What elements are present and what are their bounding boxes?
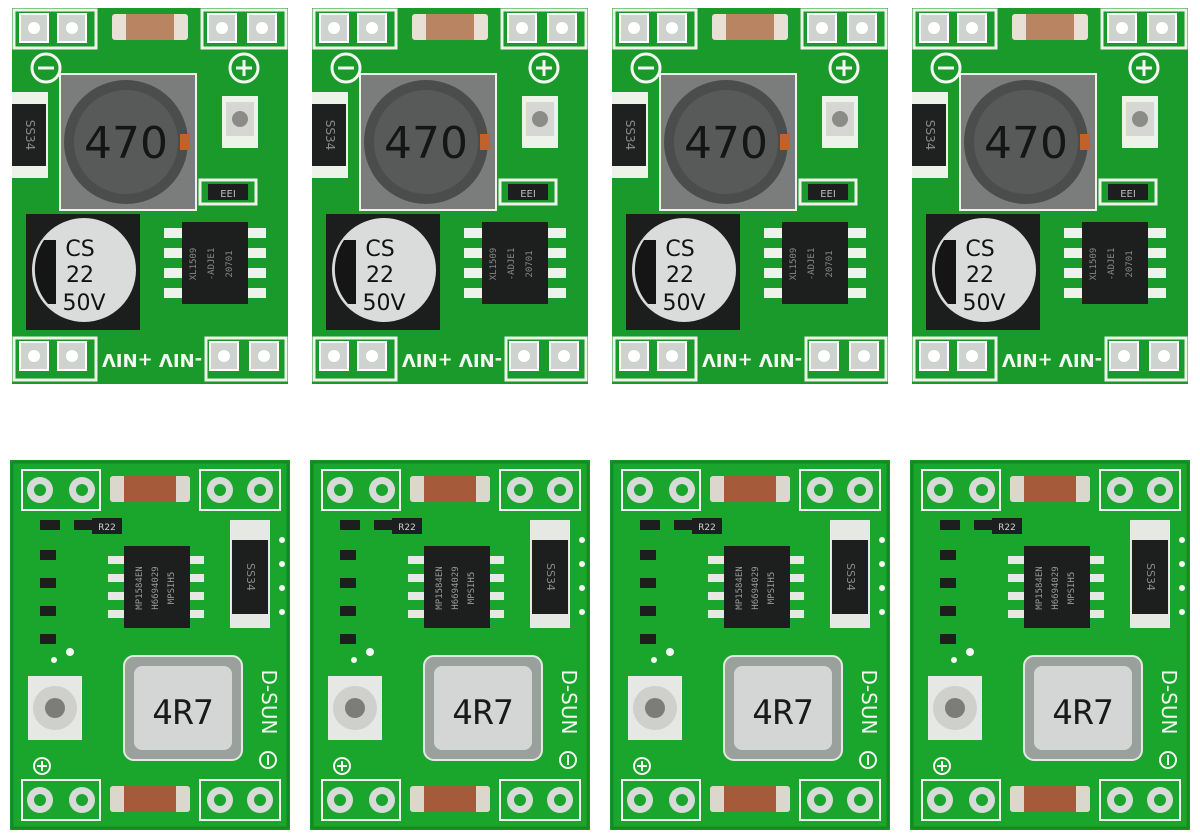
brand-label: D-SUN <box>1157 670 1181 735</box>
chip-line3: MPSIH5 <box>167 572 177 605</box>
chip-line2: H6694029 <box>151 566 161 609</box>
chip-line3: 20701 <box>525 250 535 277</box>
chip-line3: 20701 <box>825 250 835 277</box>
chip-line1: XL1509 <box>1089 248 1099 281</box>
cap-line1: CS <box>665 237 694 262</box>
chip-line2: H6694029 <box>451 566 461 609</box>
pins-label: -NIV +NIV <box>1002 349 1102 370</box>
cap-line1: CS <box>365 237 394 262</box>
cap-line3: 50V <box>962 291 1005 316</box>
resistor-marking: R22 <box>698 523 716 533</box>
cap-line3: 50V <box>62 291 105 316</box>
chip-line3: MPSIH5 <box>467 572 477 605</box>
bottom-board-4: R22 MP1584EN H6694029 MPSIH5 SS34 <box>910 460 1190 830</box>
chip-line1: MP1584EN <box>135 566 145 609</box>
cap-line2: 22 <box>666 263 694 288</box>
bottom-board-1: R22 MP1584EN H6694029 MPSIH5 SS34 <box>10 460 290 830</box>
chip-line1: XL1509 <box>789 248 799 281</box>
chip-line3: MPSIH5 <box>1067 572 1077 605</box>
chip-line3: 20701 <box>1125 250 1135 277</box>
chip-line1: XL1509 <box>189 248 199 281</box>
small-chip-marking: EEI <box>1120 189 1136 200</box>
cap-line3: 50V <box>662 291 705 316</box>
diode-marking: SS34 <box>923 120 937 151</box>
cap-line1: CS <box>65 237 94 262</box>
inductor-marking: 4R7 <box>152 693 213 733</box>
chip-line1: MP1584EN <box>1035 566 1045 609</box>
inductor-marking: 4R7 <box>1052 693 1113 733</box>
chip-line3: 20701 <box>225 250 235 277</box>
diode-marking: SS34 <box>844 563 857 591</box>
diode-marking: SS34 <box>1144 563 1157 591</box>
chip-line1: MP1584EN <box>735 566 745 609</box>
diode-marking: SS34 <box>323 120 337 151</box>
small-chip-marking: EEI <box>220 189 236 200</box>
small-chip-marking: EEI <box>820 189 836 200</box>
cap-line3: 50V <box>362 291 405 316</box>
cap-line2: 22 <box>66 263 94 288</box>
chip-line2: H6694029 <box>751 566 761 609</box>
cap-line2: 22 <box>366 263 394 288</box>
resistor-marking: R22 <box>998 523 1016 533</box>
chip-line1: MP1584EN <box>435 566 445 609</box>
chip-line2: -ADJE1 <box>1107 248 1117 281</box>
inductor-marking: 470 <box>384 118 468 169</box>
chip-line2: -ADJE1 <box>807 248 817 281</box>
inductor-marking: 4R7 <box>752 693 813 733</box>
bottom-board-3: R22 MP1584EN H6694029 MPSIH5 SS34 <box>610 460 890 830</box>
inductor-marking: 470 <box>984 118 1068 169</box>
chip-line2: -ADJE1 <box>507 248 517 281</box>
inductor-marking: 4R7 <box>452 693 513 733</box>
chip-line2: H6694029 <box>1051 566 1061 609</box>
top-board-3: 470 SS34 EEI CS 22 50V XL1509 - <box>612 8 888 384</box>
inductor-marking: 470 <box>84 118 168 169</box>
brand-label: D-SUN <box>557 670 581 735</box>
pins-label: -NIV +NIV <box>702 349 802 370</box>
cap-line2: 22 <box>966 263 994 288</box>
top-board-1: 470 SS34 EEI CS 22 50V <box>12 8 288 384</box>
diode-marking: SS34 <box>544 563 557 591</box>
pins-label: -NIV +NIV <box>102 349 202 370</box>
diode-marking: SS34 <box>23 120 37 151</box>
diode-marking: SS34 <box>623 120 637 151</box>
brand-label: D-SUN <box>257 670 281 735</box>
chip-line1: XL1509 <box>489 248 499 281</box>
resistor-marking: R22 <box>98 523 116 533</box>
chip-line3: MPSIH5 <box>767 572 777 605</box>
small-chip-marking: EEI <box>520 189 536 200</box>
resistor-marking: R22 <box>398 523 416 533</box>
brand-label: D-SUN <box>857 670 881 735</box>
top-board-4: 470 SS34 EEI CS 22 50V XL1509 - <box>912 8 1188 384</box>
top-board-2: 470 SS34 EEI CS 22 50V XL1509 - <box>312 8 588 384</box>
diode-marking: SS34 <box>244 563 257 591</box>
inductor-marking: 470 <box>684 118 768 169</box>
chip-line2: -ADJE1 <box>207 248 217 281</box>
cap-line1: CS <box>965 237 994 262</box>
bottom-board-2: R22 MP1584EN H6694029 MPSIH5 SS34 <box>310 460 590 830</box>
pins-label: -NIV +NIV <box>402 349 502 370</box>
